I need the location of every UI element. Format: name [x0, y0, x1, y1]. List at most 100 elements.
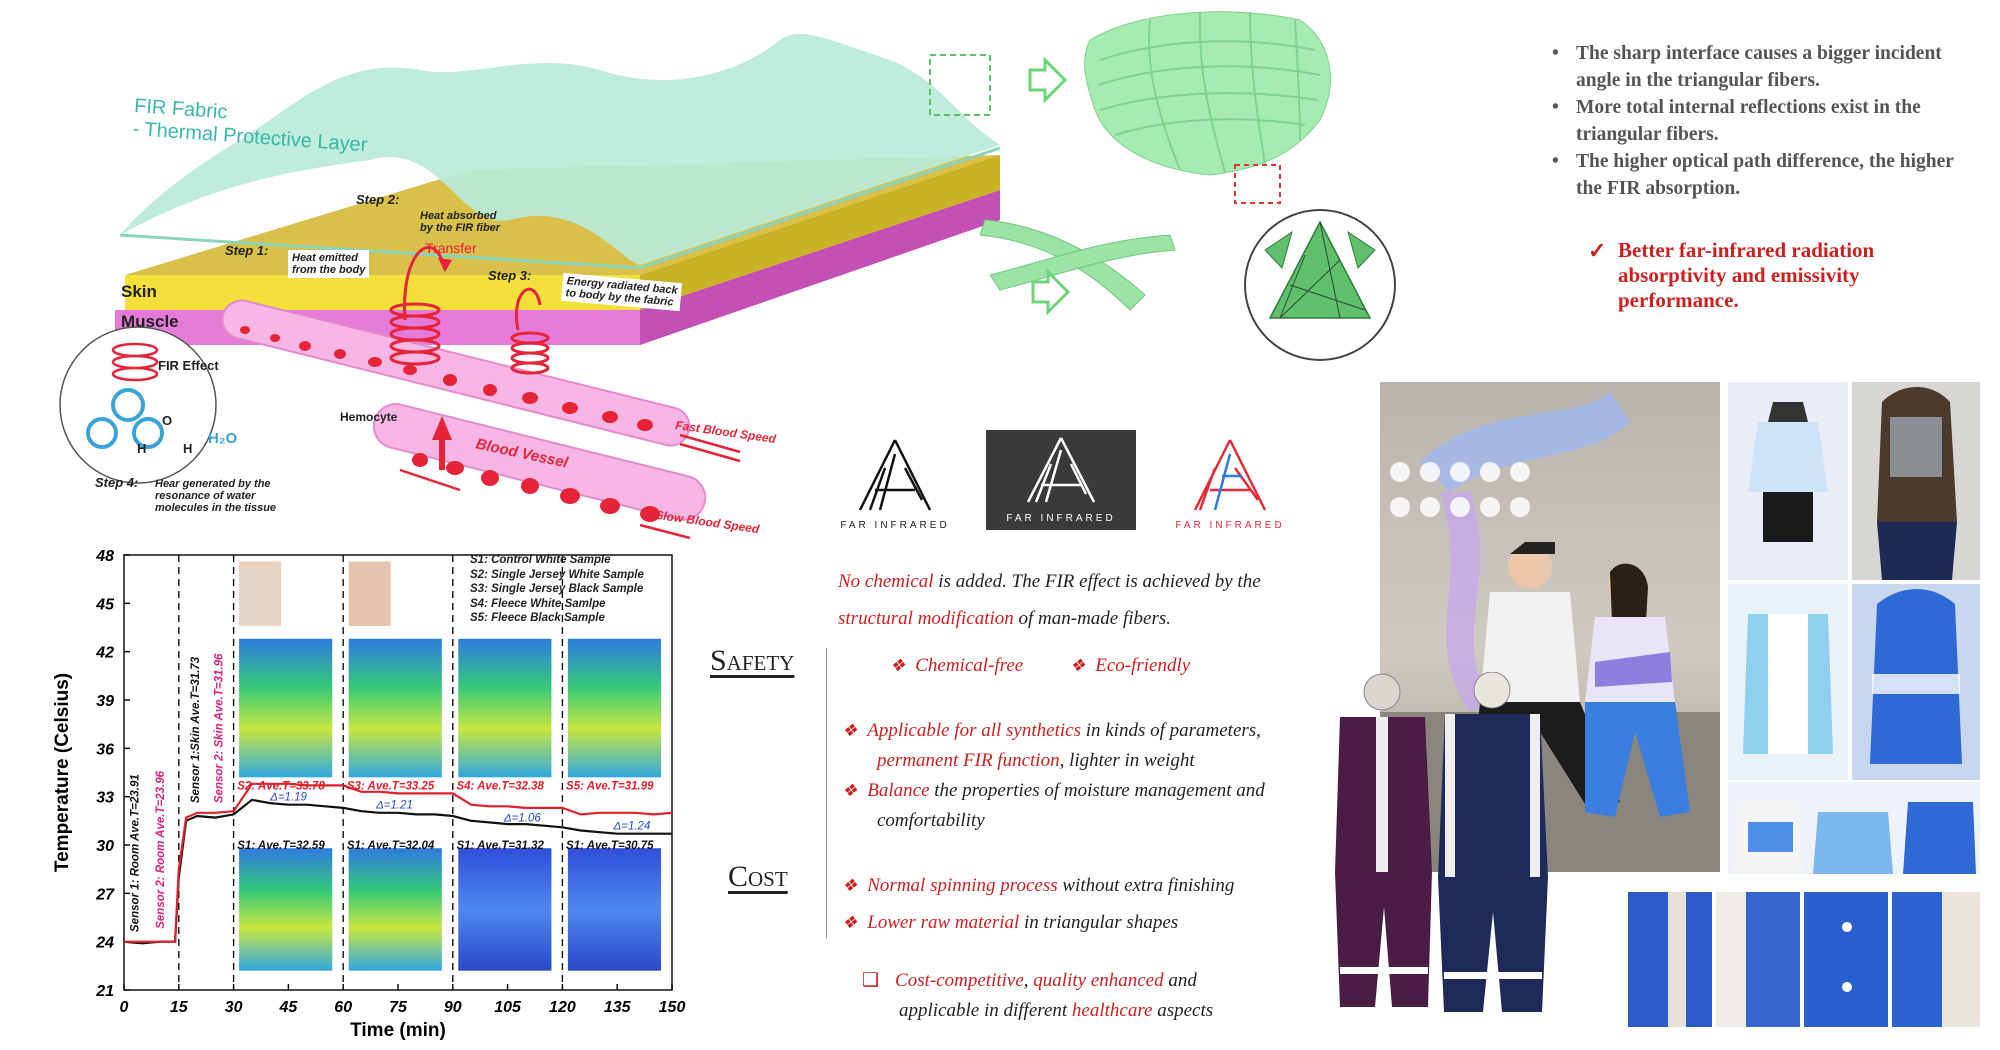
- legend-entry: S3: Single Jersey Black Sample: [470, 583, 644, 595]
- bullet-list: The sharp interface causes a bigger inci…: [1548, 40, 1968, 202]
- x-tick-label: 150: [659, 999, 686, 1016]
- footer-statement: ❑Cost-competitive, quality enhanced and …: [862, 966, 1282, 1026]
- transfer-label: Transfer: [425, 240, 477, 256]
- x-tick-label: 75: [389, 999, 408, 1016]
- hemocyte-label: Hemocyte: [340, 410, 398, 424]
- diamond-icon: ❖: [1069, 656, 1086, 675]
- detail-photo-3: [1804, 892, 1888, 1027]
- hydrogen-atom-1: H: [137, 441, 147, 456]
- fiber-structure-graphic: [929, 11, 1396, 361]
- step4-title: Step 4:: [95, 475, 139, 490]
- chart-annotation: S1: Ave.T=31.32: [456, 840, 544, 852]
- logo-dark-bg: FAR INFRARED: [986, 430, 1136, 530]
- y-tick-label: 36: [96, 741, 114, 758]
- logo-caption: FAR INFRARED: [840, 520, 950, 531]
- y-axis-label: Temperature (Celsius): [52, 673, 73, 872]
- footer-text-4: aspects: [1152, 1000, 1214, 1021]
- y-tick-label: 27: [95, 886, 115, 903]
- chart-annotation: S2: Ave.T=33.78: [237, 780, 325, 792]
- y-tick-label: 33: [96, 790, 114, 807]
- bullet-item: More total internal reflections exist in…: [1548, 94, 1968, 148]
- chart-annotation: Sensor 2: Skin Ave.T=31.96: [214, 653, 226, 803]
- intro-highlight-2: structural modification: [838, 608, 1014, 629]
- chart-legend: S1: Control White Sample S2: Single Jers…: [470, 553, 644, 626]
- logo-caption: FAR INFRARED: [1175, 520, 1285, 531]
- jacket-thumb-1: [1728, 382, 1848, 580]
- hydrogen-atom-2: H: [183, 441, 193, 456]
- jacket-thumb-2: [1852, 382, 1980, 580]
- safety-point-applicable: ❖Applicable for all synthetics in kinds …: [842, 716, 1332, 776]
- step2-title: Step 2:: [356, 192, 400, 207]
- thermal-image: [458, 638, 552, 778]
- intro-text-2: of man-made fibers.: [1013, 608, 1172, 629]
- safety-heading: Safety: [710, 644, 795, 677]
- x-tick-label: 105: [494, 999, 522, 1016]
- cost-point-spinning: ❖Normal spinning process without extra f…: [842, 871, 1234, 901]
- garment-sketch-graphic: [1335, 672, 1548, 1012]
- footer-highlight-3: healthcare: [1071, 1000, 1153, 1021]
- checkbox-icon: ❑: [862, 970, 880, 991]
- thermal-image: [567, 848, 662, 971]
- jacket-thumb-graphic: [1877, 387, 1957, 580]
- y-tick-label: 48: [95, 548, 114, 565]
- permanent-text: , lighter in weight: [1059, 750, 1195, 771]
- thermal-image: [239, 638, 333, 778]
- detail-photo-2: [1716, 892, 1800, 1027]
- y-tick-label: 24: [95, 935, 114, 952]
- far-infrared-logo-mark: [858, 439, 932, 511]
- fir-effect-label: FIR Effect: [158, 358, 219, 373]
- detail-photo-4: [1892, 892, 1980, 1027]
- x-tick-label: 0: [120, 999, 129, 1016]
- footer-text-2: and: [1163, 970, 1197, 991]
- intro-text-1: is added. The FIR effect is achieved by …: [933, 571, 1261, 592]
- oxygen-atom: O: [162, 413, 173, 428]
- chart-annotation: Sensor 2: Room Ave.T=23.96: [155, 770, 167, 928]
- chart-annotation: Sensor 1: Room Ave.T=23.91: [130, 774, 142, 932]
- arm-photo: [239, 561, 282, 626]
- chart-annotation: S1: Ave.T=32.04: [347, 840, 435, 852]
- jacket-thumb-graphic: [1748, 402, 1828, 542]
- chart-annotation: Δ=1.19: [269, 792, 307, 804]
- intro-highlight-1: No chemical: [838, 571, 934, 592]
- x-tick-label: 60: [334, 999, 352, 1016]
- x-axis-label: Time (min): [350, 1020, 446, 1041]
- chart-annotation: Δ=1.21: [375, 800, 413, 812]
- y-tick-label: 21: [95, 983, 114, 1000]
- chart-annotation: S4: Ave.T=32.38: [456, 780, 544, 792]
- models-photo-graphic: [1380, 392, 1720, 872]
- material-text: in triangular shapes: [1019, 912, 1179, 933]
- skin-label: Skin: [121, 282, 157, 301]
- balance-text-2: comfortability: [877, 810, 985, 831]
- safety-point-balance: ❖Balance the properties of moisture mana…: [842, 776, 1342, 836]
- logo-color: FAR INFRARED: [1160, 430, 1300, 540]
- footer-text-3: applicable in different: [899, 1000, 1072, 1021]
- diamond-icon: ❖: [842, 913, 858, 932]
- far-infrared-logo-mark: [1193, 439, 1267, 511]
- diamond-icon: ❖: [842, 876, 858, 895]
- y-tick-label: 45: [95, 596, 115, 613]
- applicable-text: in kinds of parameters,: [1080, 720, 1261, 741]
- detail-photo-1: [1628, 892, 1712, 1027]
- footer-highlight-1: Cost-competitive: [895, 970, 1024, 991]
- balance-highlight: Balance: [867, 780, 930, 801]
- safety-item-eco-friendly: Eco-friendly: [1095, 655, 1191, 676]
- cost-heading: Cost: [728, 860, 788, 893]
- thermal-image: [458, 848, 552, 971]
- check-icon: ✓: [1588, 238, 1607, 263]
- safety-items-row: ❖Chemical-free ❖Eco-friendly: [890, 651, 1190, 681]
- far-infrared-logo-mark: [1026, 437, 1096, 503]
- chart-annotation: Sensor 1:Skin Ave.T=31.73: [190, 656, 202, 803]
- step4-text: Hear generated by the resonance of water…: [155, 478, 277, 514]
- series-line-sensor-1: [123, 798, 672, 945]
- muscle-label: Muscle: [121, 312, 179, 331]
- jacket-thumb-graphic: [1743, 614, 1833, 754]
- legend-entry: S2: Single Jersey White Sample: [470, 568, 644, 581]
- bullet-item: The sharp interface causes a bigger inci…: [1548, 40, 1968, 94]
- x-tick-label: 30: [225, 999, 243, 1016]
- bullet-item: The higher optical path difference, the …: [1548, 148, 1968, 202]
- step2-text: Heat absorbed by the FIR fiber: [420, 210, 501, 234]
- chart-annotation: Δ=1.24: [613, 821, 651, 833]
- legend-entry: S4: Fleece White Samlpe: [470, 597, 606, 610]
- material-highlight: Lower raw material: [867, 912, 1020, 933]
